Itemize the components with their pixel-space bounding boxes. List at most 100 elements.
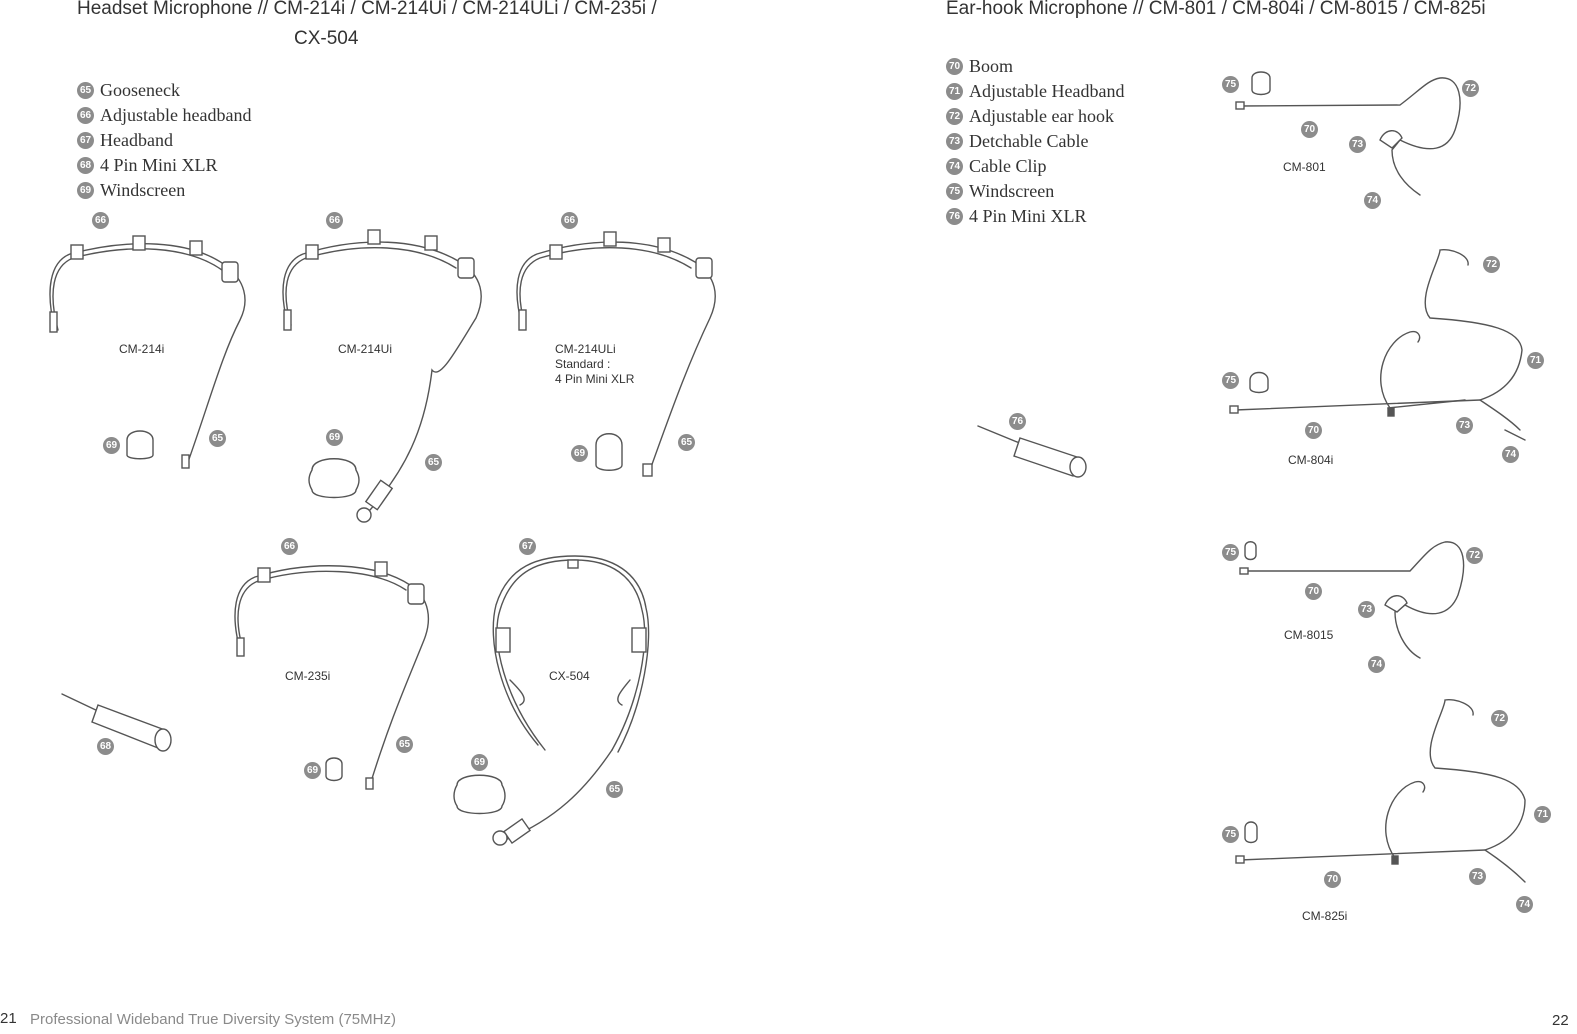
callout-72: 72: [1491, 710, 1508, 727]
callout-74: 74: [1368, 656, 1385, 673]
legend-label: Adjustable headband: [100, 105, 252, 125]
model-label-cm214i: CM-214i: [119, 342, 165, 356]
legend-item: 68 4 Pin Mini XLR: [77, 153, 251, 178]
right-title: Ear-hook Microphone // CM-801 / CM-804i …: [946, 0, 1486, 19]
legend-item: 76 4 Pin Mini XLR: [946, 204, 1124, 229]
cm8015-boom: [1244, 541, 1465, 659]
cm235i-headband: [234, 565, 430, 786]
legend-item: 69 Windscreen: [77, 178, 251, 203]
callout-67: 67: [519, 538, 536, 555]
number-badge: 67: [77, 132, 94, 149]
legend-label: Detchable Cable: [969, 131, 1089, 151]
callout-66: 66: [92, 212, 109, 229]
right-xlr-cable: [977, 425, 1023, 445]
windscreen-cm235i: [325, 757, 343, 782]
callout-76: 76: [1009, 413, 1026, 430]
windscreen-cm214ui: [308, 458, 360, 499]
legend-item: 73 Detchable Cable: [946, 129, 1124, 154]
callout-65: 65: [678, 434, 695, 451]
left-title-line2: CX-504: [294, 28, 359, 49]
legend-item: 65 Gooseneck: [77, 78, 251, 103]
callout-68: 68: [97, 738, 114, 755]
callout-70: 70: [1301, 121, 1318, 138]
model-label-cx504: CX-504: [549, 669, 590, 683]
model-label-cm214uli: CM-214ULi Standard : 4 Pin Mini XLR: [555, 342, 634, 387]
cx504-headband: [496, 559, 646, 751]
number-badge: 70: [946, 58, 963, 75]
legend-item: 72 Adjustable ear hook: [946, 104, 1124, 129]
windscreen-cm214i: [126, 430, 154, 460]
cm825i-boom: [1239, 698, 1526, 861]
cm214ui-headband: [282, 241, 482, 511]
cm214uli-headband: [516, 241, 716, 471]
windscreen-cx504: [453, 774, 506, 815]
model-label-cm214ui: CM-214Ui: [338, 342, 393, 356]
callout-71: 71: [1527, 352, 1544, 369]
model-label-cm825i: CM-825i: [1302, 909, 1348, 923]
legend-item: 66 Adjustable headband: [77, 103, 251, 128]
callout-75: 75: [1222, 544, 1239, 561]
number-badge: 71: [946, 83, 963, 100]
callout-72: 72: [1483, 256, 1500, 273]
model-note: Standard :: [555, 357, 611, 371]
legend-label: Windscreen: [100, 180, 186, 200]
legend-item: 75 Windscreen: [946, 179, 1124, 204]
callout-71: 71: [1534, 806, 1551, 823]
callout-73: 73: [1358, 601, 1375, 618]
number-badge: 69: [77, 182, 94, 199]
model-label-cm801: CM-801: [1283, 160, 1326, 174]
right-legend: 70 Boom 71 Adjustable Headband 72 Adjustabl…: [946, 54, 1124, 229]
callout-70: 70: [1324, 871, 1341, 888]
number-badge: 65: [77, 82, 94, 99]
legend-label: Windscreen: [969, 181, 1055, 201]
number-badge: 74: [946, 158, 963, 175]
left-title-line1: Headset Microphone // CM-214i / CM-214Ui…: [77, 0, 657, 19]
model-name: CM-214ULi: [555, 342, 616, 356]
model-label-cm235i: CM-235i: [285, 669, 331, 683]
legend-label: Gooseneck: [100, 80, 180, 100]
callout-69: 69: [571, 445, 588, 462]
callout-72: 72: [1462, 80, 1479, 97]
cm804i-boom: [1234, 248, 1523, 411]
legend-label: 4 Pin Mini XLR: [969, 206, 1087, 226]
callout-74: 74: [1364, 192, 1381, 209]
legend-item: 70 Boom: [946, 54, 1124, 79]
callout-69: 69: [103, 437, 120, 454]
callout-65: 65: [396, 736, 413, 753]
callout-73: 73: [1349, 136, 1366, 153]
number-badge: 66: [77, 107, 94, 124]
number-badge: 75: [946, 183, 963, 200]
number-badge: 76: [946, 208, 963, 225]
callout-69: 69: [326, 429, 343, 446]
cm801-boom: [1239, 77, 1461, 196]
model-note: 4 Pin Mini XLR: [555, 372, 635, 386]
callout-75: 75: [1222, 372, 1239, 389]
left-xlr-cable: [61, 693, 101, 713]
callout-69: 69: [304, 762, 321, 779]
number-badge: 72: [946, 108, 963, 125]
callout-70: 70: [1305, 583, 1322, 600]
callout-66: 66: [281, 538, 298, 555]
callout-66: 66: [561, 212, 578, 229]
number-badge: 73: [946, 133, 963, 150]
callout-66: 66: [326, 212, 343, 229]
callout-75: 75: [1222, 826, 1239, 843]
callout-65: 65: [209, 430, 226, 447]
number-badge: 68: [77, 157, 94, 174]
callout-69: 69: [471, 754, 488, 771]
callout-65: 65: [606, 781, 623, 798]
legend-item: 71 Adjustable Headband: [946, 79, 1124, 104]
legend-label: Adjustable ear hook: [969, 106, 1114, 126]
callout-73: 73: [1456, 417, 1473, 434]
legend-label: 4 Pin Mini XLR: [100, 155, 218, 175]
legend-label: Boom: [969, 56, 1014, 76]
callout-74: 74: [1516, 896, 1533, 913]
windscreen-cm214uli: [595, 433, 623, 471]
page-number-right: 22: [1552, 1012, 1569, 1029]
legend-label: Adjustable Headband: [969, 81, 1125, 101]
callout-65: 65: [425, 454, 442, 471]
footer-title: Professional Wideband True Diversity Sys…: [30, 1011, 396, 1028]
